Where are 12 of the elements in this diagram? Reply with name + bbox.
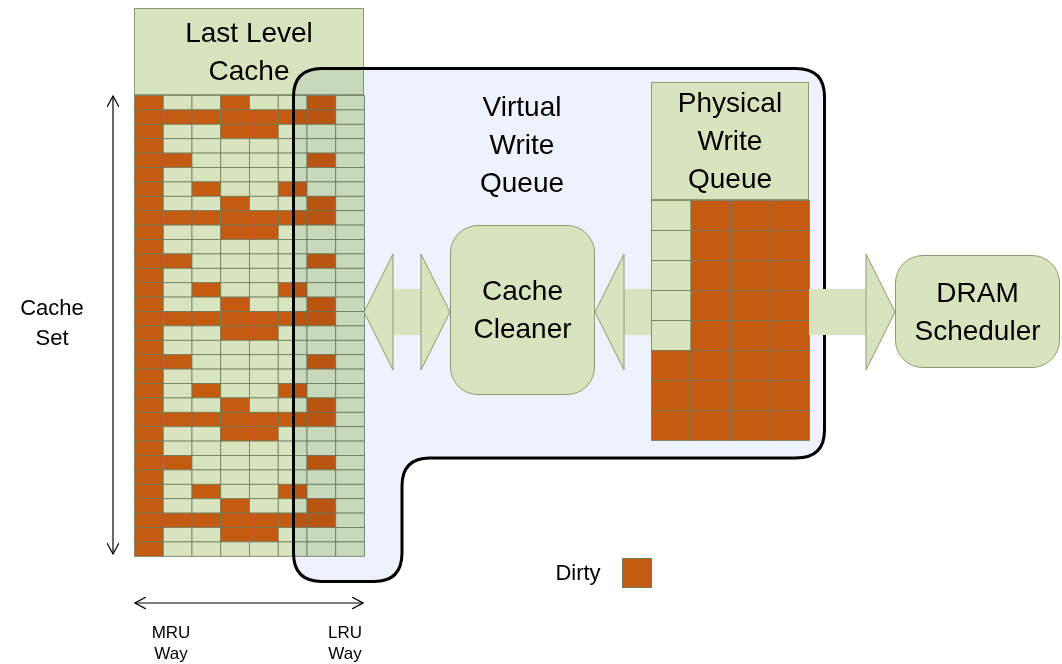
axis-label: MRU Way <box>150 622 192 664</box>
queue-title: Physical Write Queue <box>651 82 809 200</box>
process-box: Cache Cleaner <box>450 225 595 395</box>
cache-title: Last Level Cache <box>134 8 364 95</box>
legend-label: Dirty <box>554 559 602 587</box>
region-title: Virtual Write Queue <box>478 90 566 200</box>
block-arrow <box>363 253 451 371</box>
block-arrow <box>809 253 896 371</box>
block-arrow <box>594 253 651 371</box>
process-box: DRAM Scheduler <box>895 255 1060 368</box>
axis-label: LRU Way <box>327 622 363 664</box>
axis-label: Cache Set <box>19 294 85 352</box>
